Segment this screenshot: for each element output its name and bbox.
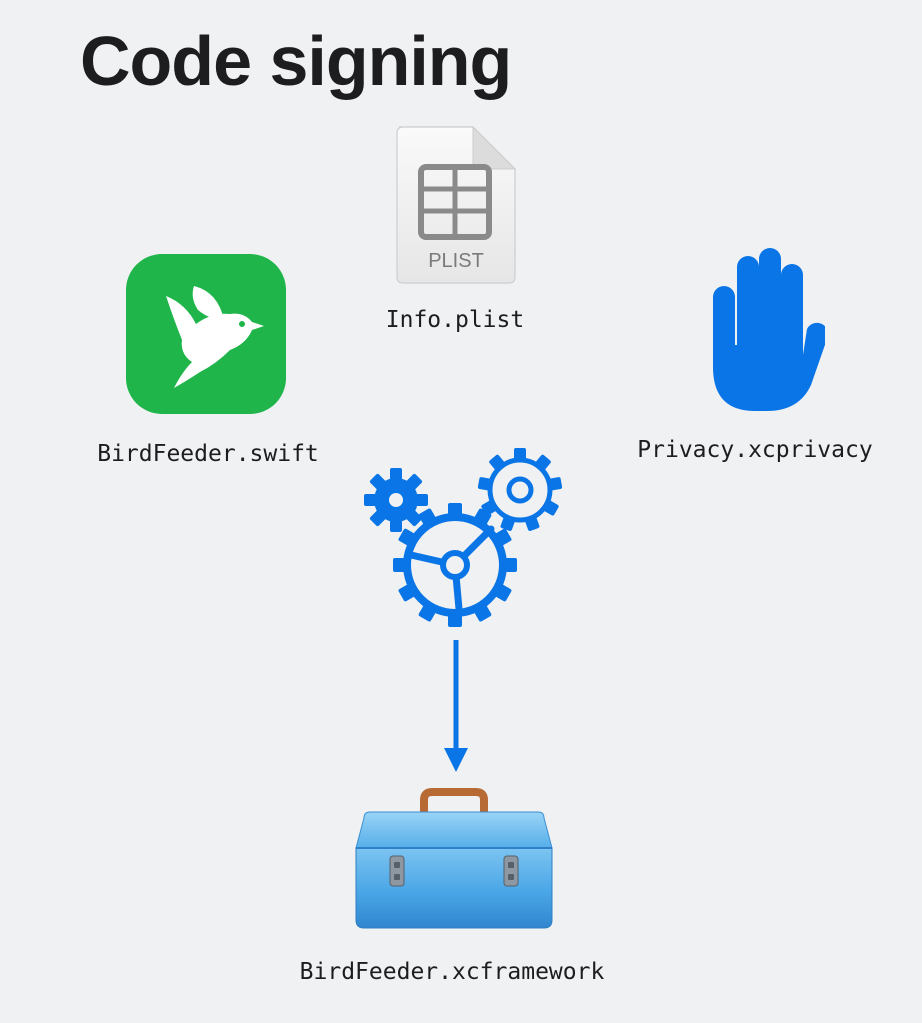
plist-badge: PLIST <box>428 250 484 272</box>
hand-raised-icon <box>713 248 825 411</box>
output-label: BirdFeeder.xcframework <box>299 959 605 985</box>
plist-label: Info.plist <box>385 307 525 333</box>
bird-app-icon <box>126 254 286 414</box>
privacy-label: Privacy.xcprivacy <box>637 437 873 463</box>
page-title: Code signing <box>80 22 512 100</box>
gears-icon <box>364 448 563 627</box>
plist-file-icon: PLIST <box>396 125 517 284</box>
toolbox-icon <box>355 788 553 929</box>
arrow-down-icon <box>444 640 468 772</box>
app-label: BirdFeeder.swift <box>97 441 319 467</box>
